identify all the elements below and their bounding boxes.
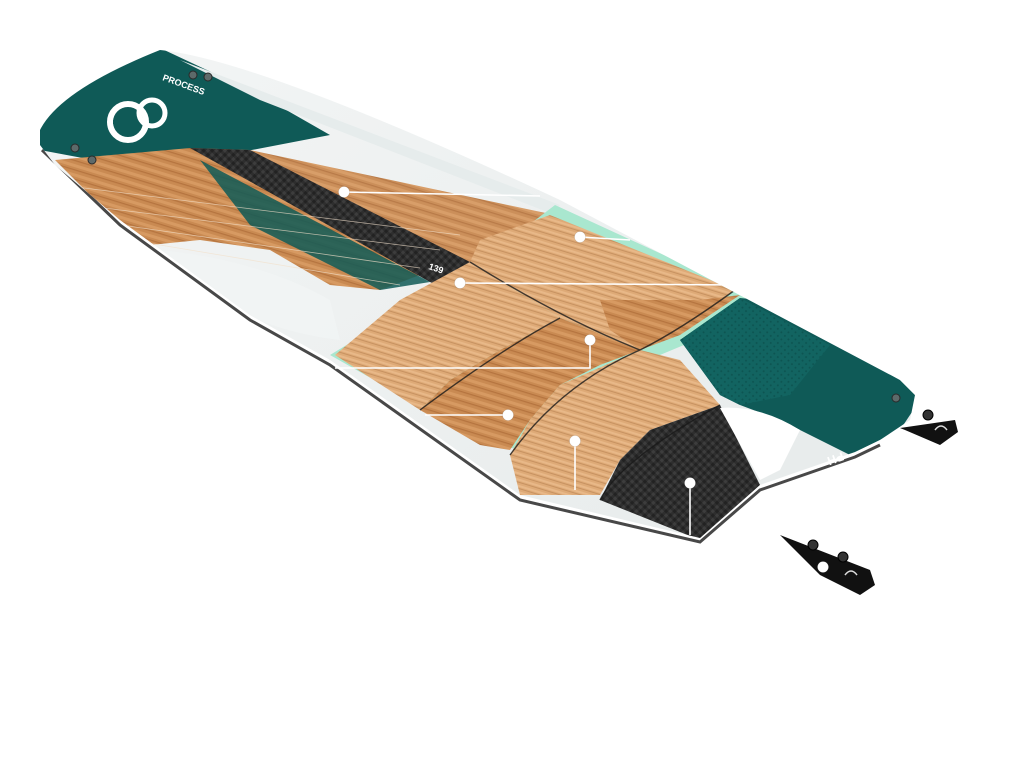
callout-lines	[335, 191, 741, 535]
callout-dot-carbon-stringer-insert	[584, 334, 596, 346]
callout-line-1	[343, 191, 541, 197]
teal-nose-panel	[40, 50, 330, 165]
carbon-tail-patch-panel	[600, 405, 760, 538]
callout-dot-wood-inlay-nose	[338, 186, 350, 198]
callout-dot-carbon-tail-patch	[684, 477, 696, 489]
brand-logo	[107, 97, 168, 143]
callout-dot-wood-inlay-rail	[502, 409, 514, 421]
callout-dots	[338, 186, 829, 573]
size-label-text: 139	[427, 261, 444, 275]
callout-line-4	[335, 340, 591, 369]
tail-text: PH	[825, 449, 845, 468]
wood-inlay-rail-panel	[420, 318, 640, 450]
fin-right	[900, 409, 958, 445]
callout-line-3	[459, 282, 741, 286]
wood-inlay-tail-panel	[510, 350, 720, 495]
callout-line-2	[579, 236, 631, 241]
board-rail-shadow	[40, 148, 881, 544]
insert-screws	[70, 70, 901, 403]
callout-dot-fin-screw	[817, 561, 829, 573]
callout-dot-wood-inlay-center-right	[574, 231, 586, 243]
callout-dot-wood-inlay-tail	[569, 435, 581, 447]
callout-dot-carbon-stringer	[454, 277, 466, 289]
